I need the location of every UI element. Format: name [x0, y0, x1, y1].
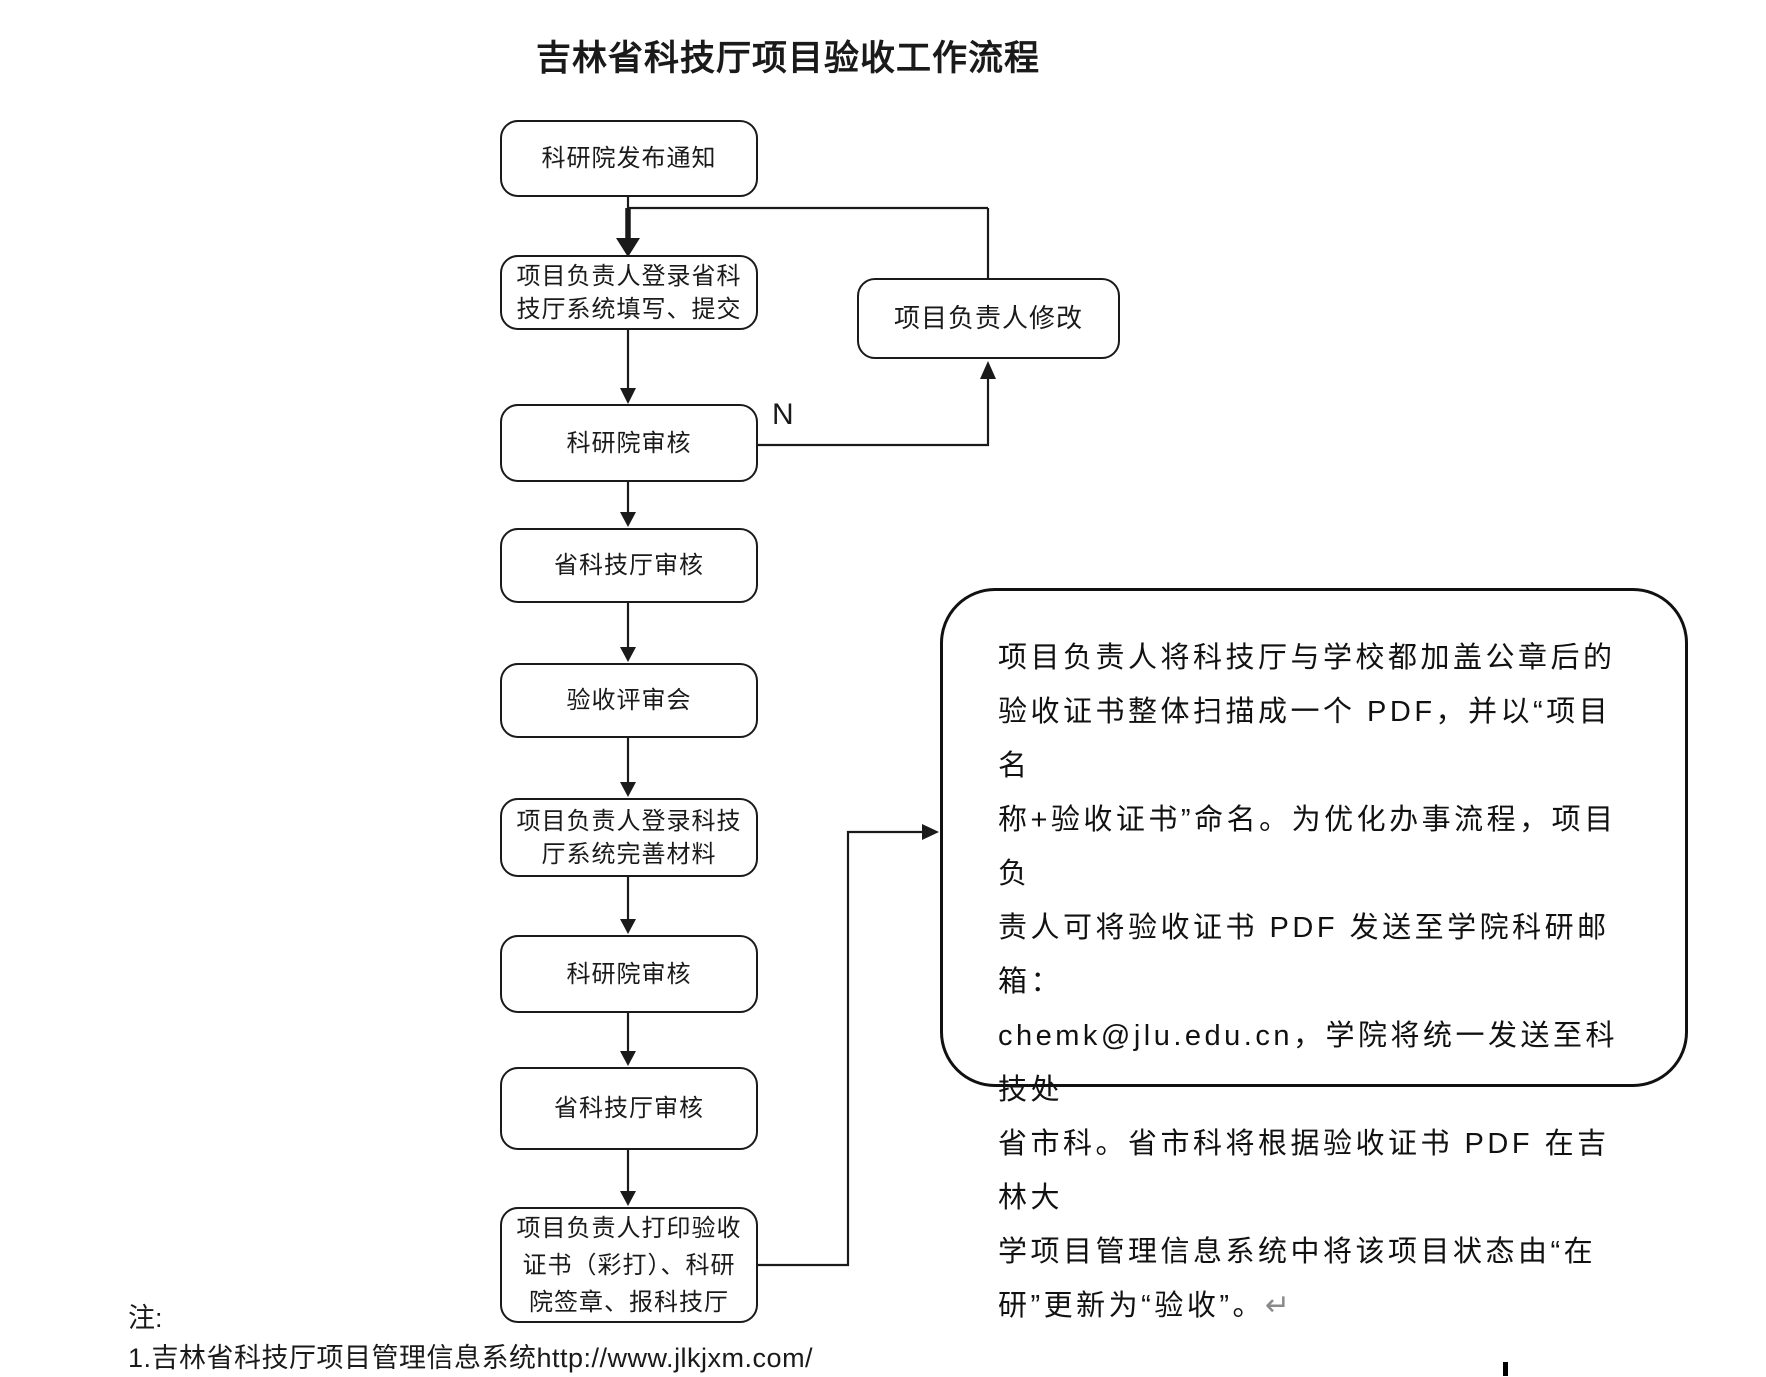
connector-step9-sidebox: [758, 830, 923, 1267]
side-note-paragraph: 项目负责人将科技厅与学校都加盖公章后的 验收证书整体扫描成一个 PDF，并以“项…: [998, 642, 1618, 1322]
side-note-text: 项目负责人将科技厅与学校都加盖公章后的 验收证书整体扫描成一个 PDF，并以“项…: [943, 591, 1685, 1333]
branch-label-n: N: [772, 398, 794, 431]
arrowhead-step7: [620, 919, 636, 934]
notes-line-1: 1.吉林省科技厅项目管理信息系统http://www.jlkjxm.com/: [128, 1343, 814, 1373]
flow-step-3-institute-review: 科研院审核: [500, 404, 758, 482]
flow-step-7-institute-review: 科研院审核: [500, 935, 758, 1013]
arrowhead-step5: [620, 647, 636, 662]
connector-n-branch: [757, 378, 990, 447]
arrowhead-step8: [620, 1051, 636, 1066]
flow-step-4-department-review: 省科技厅审核: [500, 528, 758, 603]
paragraph-return-mark: ↵: [1264, 1289, 1291, 1322]
arrowhead-sidebox: [922, 824, 939, 840]
flow-revision-box: 项目负责人修改: [857, 278, 1120, 359]
flow-step-2-submit: 项目负责人登录省科 技厅系统填写、提交: [500, 255, 758, 330]
notes-heading: 注:: [128, 1303, 163, 1333]
page-title: 吉林省科技厅项目验收工作流程: [535, 39, 1040, 78]
arrowhead-step2: [616, 238, 640, 257]
side-note-box: 项目负责人将科技厅与学校都加盖公章后的 验收证书整体扫描成一个 PDF，并以“项…: [940, 588, 1688, 1322]
arrowhead-revision-box: [980, 361, 996, 379]
arrowhead-step4: [620, 512, 636, 527]
arrowhead-step6: [620, 782, 636, 797]
arrowhead-step3: [620, 388, 636, 404]
flow-step-9-print-certificate: 项目负责人打印验收 证书（彩打）、科研 院签章、报科技厅: [500, 1207, 758, 1323]
flow-step-5-acceptance-meeting: 验收评审会: [500, 663, 758, 738]
flow-step-8-department-review: 省科技厅审核: [500, 1067, 758, 1150]
stray-cursor-mark: [1503, 1362, 1508, 1376]
flow-step-1-notice: 科研院发布通知: [500, 120, 758, 197]
arrowhead-step9: [620, 1191, 636, 1206]
flow-step-6-complete-materials: 项目负责人登录科技 厅系统完善材料: [500, 798, 758, 877]
connector-revision-return: [626, 197, 990, 278]
